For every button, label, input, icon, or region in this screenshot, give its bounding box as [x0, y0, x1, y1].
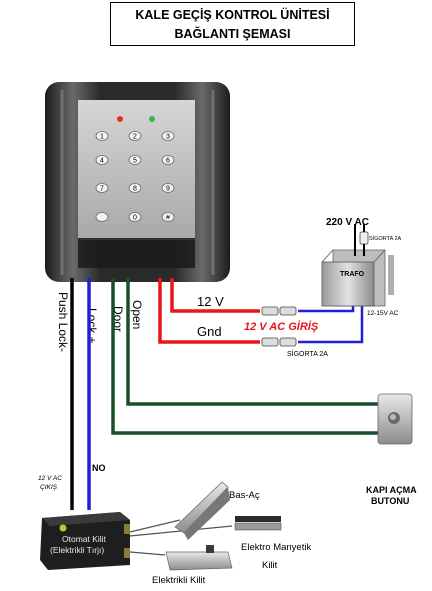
open-wire: [126, 278, 380, 406]
no-label: NO: [92, 463, 106, 473]
title-box: KALE GEÇİŞ KONTROL ÜNİTESİ BAĞLANTI ŞEMA…: [110, 2, 355, 46]
auto-lock-icon: [40, 512, 130, 570]
key-label: 0: [133, 215, 137, 222]
lock-link-3: [129, 551, 166, 556]
gnd-wire: [158, 278, 260, 344]
auto-lock-label: Otomat Kilit (Elektrikli Tırjı): [50, 534, 108, 555]
door-open-button-icon: [377, 393, 413, 445]
lock-link-1: [129, 519, 181, 533]
key-label: 3: [166, 134, 170, 141]
key-label: 7: [100, 186, 104, 193]
key-label: 4: [100, 158, 104, 165]
terminal-lock-plus-label: Lock +: [85, 308, 99, 344]
mains-fuse-label: SİGORTA 2A: [369, 235, 402, 242]
key-1[interactable]: 1: [95, 131, 109, 141]
v12-label: 12 V: [197, 294, 224, 309]
button-label: KAPI AÇMA BUTONU: [366, 485, 419, 506]
trafo-label: TRAFO: [340, 271, 365, 278]
electric-lock-label: Elektrikli Kilit: [152, 575, 206, 586]
key-5[interactable]: 5: [128, 155, 142, 165]
key-label: 1: [100, 134, 104, 141]
key-7[interactable]: 7: [95, 183, 109, 193]
gnd-label: Gnd: [197, 324, 222, 339]
key-2[interactable]: 2: [128, 131, 142, 141]
keypad-unit: 1 2 3 4 5 6 7 8 9 0 #: [45, 82, 230, 282]
push-open-label: Bas-Aç: [229, 490, 260, 501]
output-label: 12 V AC ÇIKIŞ: [38, 475, 64, 491]
push-open-lock-icon: [174, 481, 230, 540]
key-label: 5: [133, 158, 137, 165]
terminal-push-lock-label: Push Lock-: [56, 292, 70, 352]
red-led-icon: [117, 116, 123, 122]
key-6[interactable]: 6: [161, 155, 175, 165]
key-3[interactable]: 3: [161, 131, 175, 141]
electric-lock-icon: [165, 545, 233, 571]
mains-label: 220 V AC: [326, 217, 369, 228]
title-line-1: KALE GEÇİŞ KONTROL ÜNİTESİ: [135, 8, 330, 22]
v12-wire: [170, 278, 260, 313]
key-0[interactable]: 0: [128, 212, 142, 222]
transformer-icon: [321, 249, 394, 307]
trafo-out-label: 12-15V AC: [367, 310, 399, 317]
key-hash[interactable]: #: [161, 212, 175, 222]
key-label: 9: [166, 186, 170, 193]
key-label: 8: [133, 186, 137, 193]
input-label: 12 V AC GİRİŞ: [244, 320, 319, 333]
trafo-wire-b: [298, 303, 364, 344]
title-line-2: BAĞLANTI ŞEMASI: [174, 27, 291, 41]
key-label: 6: [166, 158, 170, 165]
fuse-icon: [261, 306, 297, 347]
terminal-open-label: Open: [130, 300, 144, 329]
electromagnetic-label: Elektro Manyetik Kilit: [241, 542, 314, 571]
keypad-keys: 1 2 3 4 5 6 7 8 9 0 #: [95, 131, 175, 222]
door-wire: [111, 278, 380, 435]
star-key-icon: [95, 212, 109, 222]
fuse-label: SİGORTA 2A: [287, 349, 328, 358]
key-8[interactable]: 8: [128, 183, 142, 193]
electromagnetic-lock-icon: [234, 516, 282, 531]
key-9[interactable]: 9: [161, 183, 175, 193]
green-led-icon: [149, 116, 155, 122]
mains-fuse-icon: [359, 231, 369, 245]
key-label: #: [166, 215, 170, 222]
key-4[interactable]: 4: [95, 155, 109, 165]
key-label: 2: [133, 134, 137, 141]
